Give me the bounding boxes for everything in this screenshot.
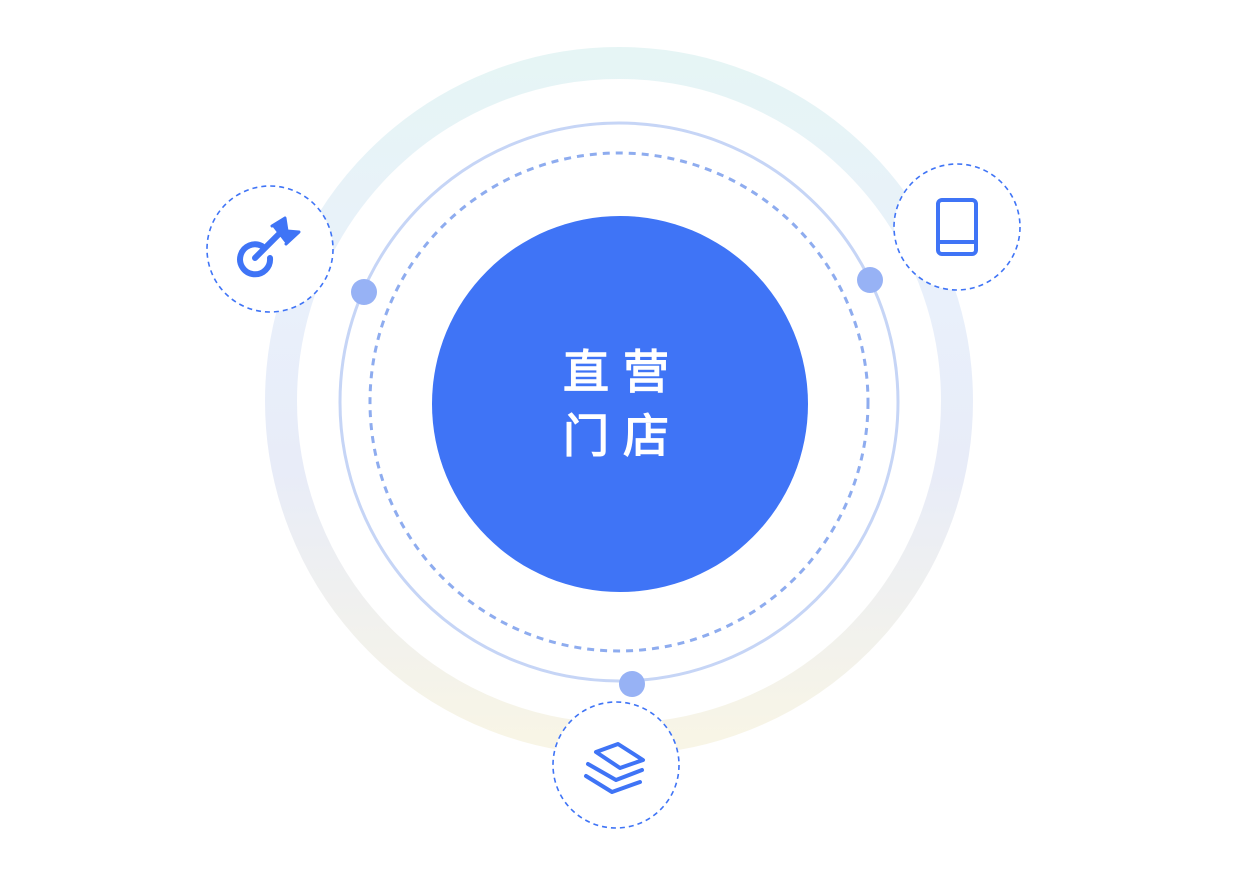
satellite-right — [893, 163, 1021, 291]
layers-icon — [584, 742, 645, 794]
node-dot-left — [351, 279, 377, 305]
node-dot-bottom — [619, 671, 645, 697]
tablet-icon — [936, 198, 978, 256]
satellite-left — [206, 185, 334, 313]
satellite-bottom — [552, 701, 680, 829]
middle-ring — [338, 121, 900, 683]
target-arrow-icon — [237, 216, 301, 278]
center-circle — [432, 216, 808, 592]
inner-dashed-ring — [368, 151, 870, 653]
node-dot-right — [857, 267, 883, 293]
